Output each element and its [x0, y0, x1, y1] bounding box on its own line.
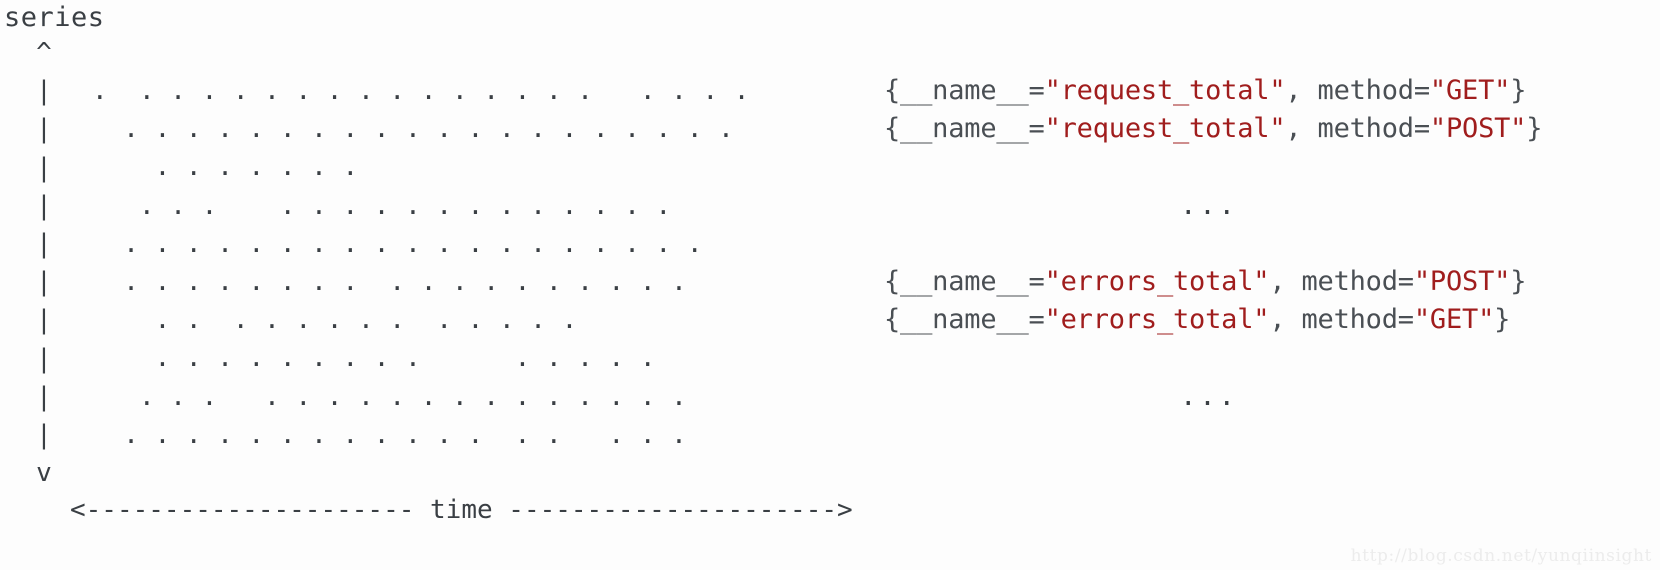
series-label-column: {__name__="request_total", method="GET"}… [884, 72, 1654, 462]
y-axis-arrow-down-icon: v [36, 458, 52, 489]
series-sample-row: . . . . . . . . . . . . . . . . . . . . [92, 110, 852, 148]
series-sample-row: . . . . . . . . . . . . . . . . . . [92, 263, 852, 301]
sample-dots: . . . . . . . [92, 152, 359, 183]
label-method-value: "GET" [1429, 75, 1511, 106]
series-label: {__name__="request_total", method="POST"… [884, 110, 1654, 148]
series-sample-row: . . . . . . . [92, 148, 852, 186]
watermark-text: http://blog.csdn.net/yunqiinsight [1350, 546, 1652, 566]
label-method-key: , method= [1285, 75, 1430, 106]
label-metric-value: "errors_total" [1044, 304, 1270, 336]
sample-dots: . . . . . . . . . . . . . . . . [92, 190, 672, 221]
series-sample-row: . . . . . . . . . . . . . . . . . [92, 416, 852, 454]
series-label: {__name__="errors_total", method="POST"} [884, 263, 1654, 301]
series-label-empty [884, 416, 1654, 454]
label-name-key: {__name__= [884, 75, 1045, 106]
label-close-brace: } [1526, 113, 1543, 145]
label-method-value: "GET" [1413, 304, 1495, 336]
y-axis-tick: | [36, 229, 52, 260]
series-sample-row: . . . . . . . . . . . . . . . . . . . . [92, 72, 852, 110]
sample-dots: . . . . . . . . . . . . . . . . . . . . [92, 76, 750, 106]
label-name-key: {__name__= [884, 304, 1045, 336]
series-sample-row: . . . . . . . . . . . . . . . . . [92, 378, 852, 416]
series-label-empty [884, 225, 1654, 263]
series-sample-row: . . . . . . . . . . . . . . [92, 339, 852, 377]
series-sample-row: . . . . . . . . . . . . . . . . [92, 187, 852, 225]
label-close-brace: } [1510, 265, 1527, 297]
x-axis-time-arrow: <--------------------- time ------------… [70, 495, 853, 525]
series-sample-row: . . . . . . . . . . . . . . . . . . . [92, 225, 852, 263]
label-method-key: , method= [1269, 265, 1414, 297]
sample-dots: . . . . . . . . . . . . . . . . . [92, 419, 687, 450]
series-label: {__name__="errors_total", method="GET"} [884, 301, 1654, 339]
series-sample-row: . . . . . . . . . . . . . [92, 301, 852, 339]
sample-dots: . . . . . . . . . . . . . . . . . . . . [92, 114, 734, 145]
series-label-ellipsis: ... [1180, 189, 1238, 221]
y-axis-tick: | [36, 381, 52, 412]
sample-dots: . . . . . . . . . . . . . . . . . [92, 381, 687, 412]
label-name-key: {__name__= [884, 265, 1045, 297]
label-metric-value: "request_total" [1044, 75, 1286, 106]
y-axis-tick: | [36, 152, 52, 183]
label-method-key: , method= [1269, 304, 1414, 336]
sample-dots: . . . . . . . . . . . . . . . . . . [92, 266, 687, 297]
series-label-ellipsis: ... [1180, 380, 1238, 412]
y-axis-arrow-up-icon: ^ [36, 38, 52, 68]
label-method-key: , method= [1285, 113, 1430, 145]
label-close-brace: } [1494, 304, 1511, 336]
sample-dots: . . . . . . . . . . . . . . [92, 343, 656, 374]
label-metric-value: "errors_total" [1044, 265, 1270, 297]
y-axis-tick: | [36, 114, 52, 145]
sample-dots: . . . . . . . . . . . . . [92, 305, 578, 336]
sample-dots: . . . . . . . . . . . . . . . . . . . [92, 228, 703, 259]
y-axis-column: ^ | | | | | | | | | | v [33, 34, 55, 492]
series-label-empty [884, 148, 1654, 186]
y-axis-tick: | [36, 190, 52, 221]
y-axis-tick: | [36, 267, 52, 298]
sample-dot-grid: . . . . . . . . . . . . . . . . . . . . … [92, 72, 852, 462]
y-axis-tick: | [36, 343, 52, 374]
y-axis-tick: | [36, 305, 52, 336]
series-label-empty [884, 339, 1654, 377]
y-axis-label: series [4, 2, 105, 33]
y-axis-tick: | [36, 420, 52, 451]
label-method-value: "POST" [1429, 113, 1527, 145]
label-method-value: "POST" [1413, 265, 1511, 297]
label-close-brace: } [1510, 75, 1527, 106]
series-label: {__name__="request_total", method="GET"} [884, 72, 1654, 110]
label-name-key: {__name__= [884, 113, 1045, 145]
y-axis-tick: | [36, 76, 52, 107]
label-metric-value: "request_total" [1044, 113, 1286, 145]
